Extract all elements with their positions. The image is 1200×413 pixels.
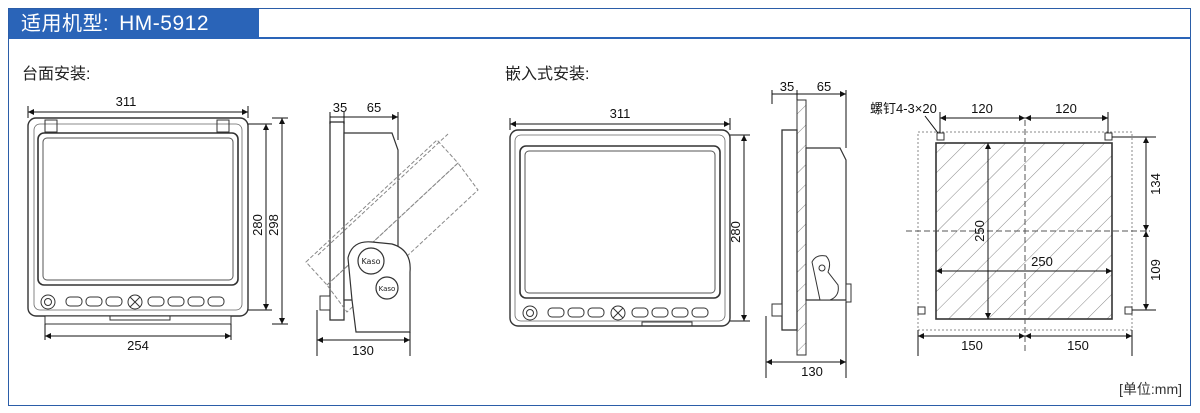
dim-desk-side-a: 35 [333, 100, 347, 115]
knob-brand-bottom: Kaso [379, 285, 396, 293]
desk-side-view: Kaso Kaso 35 65 130 [305, 100, 479, 358]
dim-cut-bottom-right: 150 [1067, 338, 1089, 353]
flush-keypad [547, 305, 709, 321]
front-keypad [65, 294, 225, 310]
desk-front-view: 311 254 280 298 [27, 94, 288, 353]
dim-cut-right-bottom: 109 [1148, 259, 1163, 281]
dim-cut-inner-horizontal: 250 [1031, 254, 1053, 269]
flush-mount-label: 嵌入式安装: [505, 66, 590, 83]
dim-desk-front-base: 254 [127, 338, 149, 353]
cutout-template: 螺钉4-3×20 120 120 150 150 134 109 250 250 [870, 101, 1163, 356]
model-title: 适用机型: HM-5912 [9, 9, 259, 38]
dim-flush-side-depth: 130 [801, 364, 823, 379]
unit-label: [单位:mm] [1119, 381, 1182, 397]
dim-desk-side-depth: 130 [352, 343, 374, 358]
dim-cut-top-left: 120 [971, 101, 993, 116]
dim-cut-inner-vertical: 250 [972, 220, 987, 242]
desk-mount-label: 台面安装: [22, 66, 91, 83]
flush-side-view: 35 65 130 [765, 79, 852, 379]
dim-desk-front-h1: 280 [250, 214, 265, 236]
model-prefix: 适用机型: [21, 13, 110, 35]
tilted-ghost [305, 133, 479, 313]
model-number: HM-5912 [119, 12, 209, 35]
dim-cut-top-right: 120 [1055, 101, 1077, 116]
dim-cut-bottom-left: 150 [961, 338, 983, 353]
dim-flush-side-a: 35 [780, 79, 794, 94]
dim-desk-front-width: 311 [116, 94, 137, 109]
dim-flush-side-b: 65 [817, 79, 831, 94]
dim-cut-right-top: 134 [1148, 173, 1163, 195]
dim-flush-front-h: 280 [728, 221, 743, 243]
dim-desk-side-b: 65 [367, 100, 381, 115]
screw-spec: 螺钉4-3×20 [870, 101, 937, 116]
dim-desk-front-h2: 298 [266, 214, 281, 236]
knob-brand-top: Kaso [361, 257, 380, 266]
flush-front-view: 311 280 [509, 106, 750, 327]
title-underline [9, 37, 1191, 39]
dim-flush-front-width: 311 [610, 106, 631, 121]
